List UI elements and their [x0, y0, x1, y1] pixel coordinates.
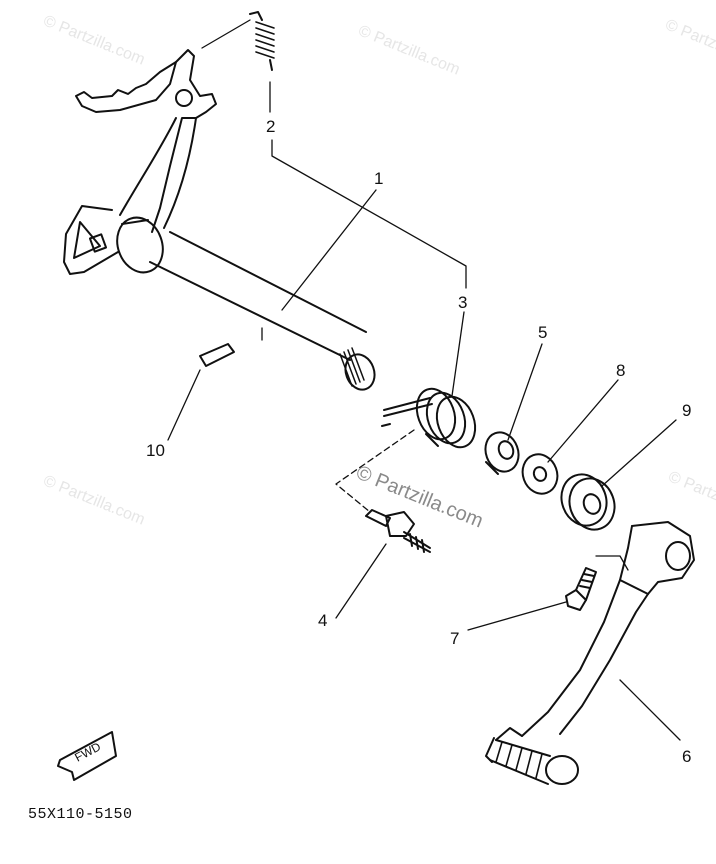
- callout-3: 3: [458, 293, 468, 312]
- washer-part-8: [521, 453, 559, 495]
- shift-pedal-part-6: [485, 521, 695, 785]
- callout-5: 5: [538, 323, 548, 342]
- callout-6: 6: [682, 747, 692, 766]
- bolt-part-4: [365, 509, 431, 553]
- leader-lines: [167, 81, 681, 741]
- callout-10: 10: [146, 441, 165, 460]
- fwd-arrow-icon: [57, 731, 117, 781]
- seal-part-9: [560, 473, 616, 531]
- callout-7: 7: [450, 629, 460, 648]
- torsion-spring-part-3: [381, 387, 477, 449]
- diagram-code: 55X110-5150: [28, 806, 133, 823]
- callout-9: 9: [682, 401, 692, 420]
- callout-8: 8: [616, 361, 626, 380]
- callout-2: 2: [266, 117, 276, 136]
- collar-part-5: [484, 431, 520, 475]
- shift-shaft-part-1: [63, 49, 376, 391]
- callout-4: 4: [318, 611, 328, 630]
- pin-part-10: [199, 343, 235, 367]
- callout-1: 1: [374, 169, 384, 188]
- bolt-part-7: [565, 567, 597, 611]
- spring-part-2: [201, 11, 275, 71]
